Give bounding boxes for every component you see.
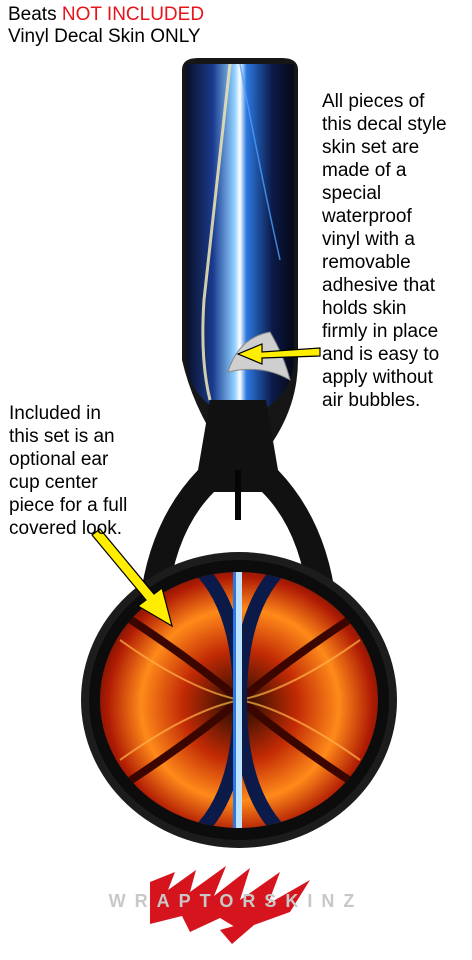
arrow-icon xyxy=(91,528,173,628)
header-line-1: Beats NOT INCLUDED xyxy=(8,4,204,26)
arrow-icon xyxy=(236,343,321,365)
headband-decal xyxy=(186,64,294,412)
logo-wordmark: WRAPTORSKINZ xyxy=(108,891,364,911)
headphone-yoke xyxy=(137,400,339,760)
ear-cup-description: Included in this set is an optional ear … xyxy=(9,403,128,539)
ear-cup-decal xyxy=(100,572,378,828)
vinyl-description: All pieces of this decal style skin set … xyxy=(322,91,447,411)
header-line-2: Vinyl Decal Skin ONLY xyxy=(8,26,201,47)
header-brand: Beats xyxy=(8,4,57,25)
not-included-label: NOT INCLUDED xyxy=(61,4,205,25)
wraptorskinz-logo xyxy=(150,866,310,944)
